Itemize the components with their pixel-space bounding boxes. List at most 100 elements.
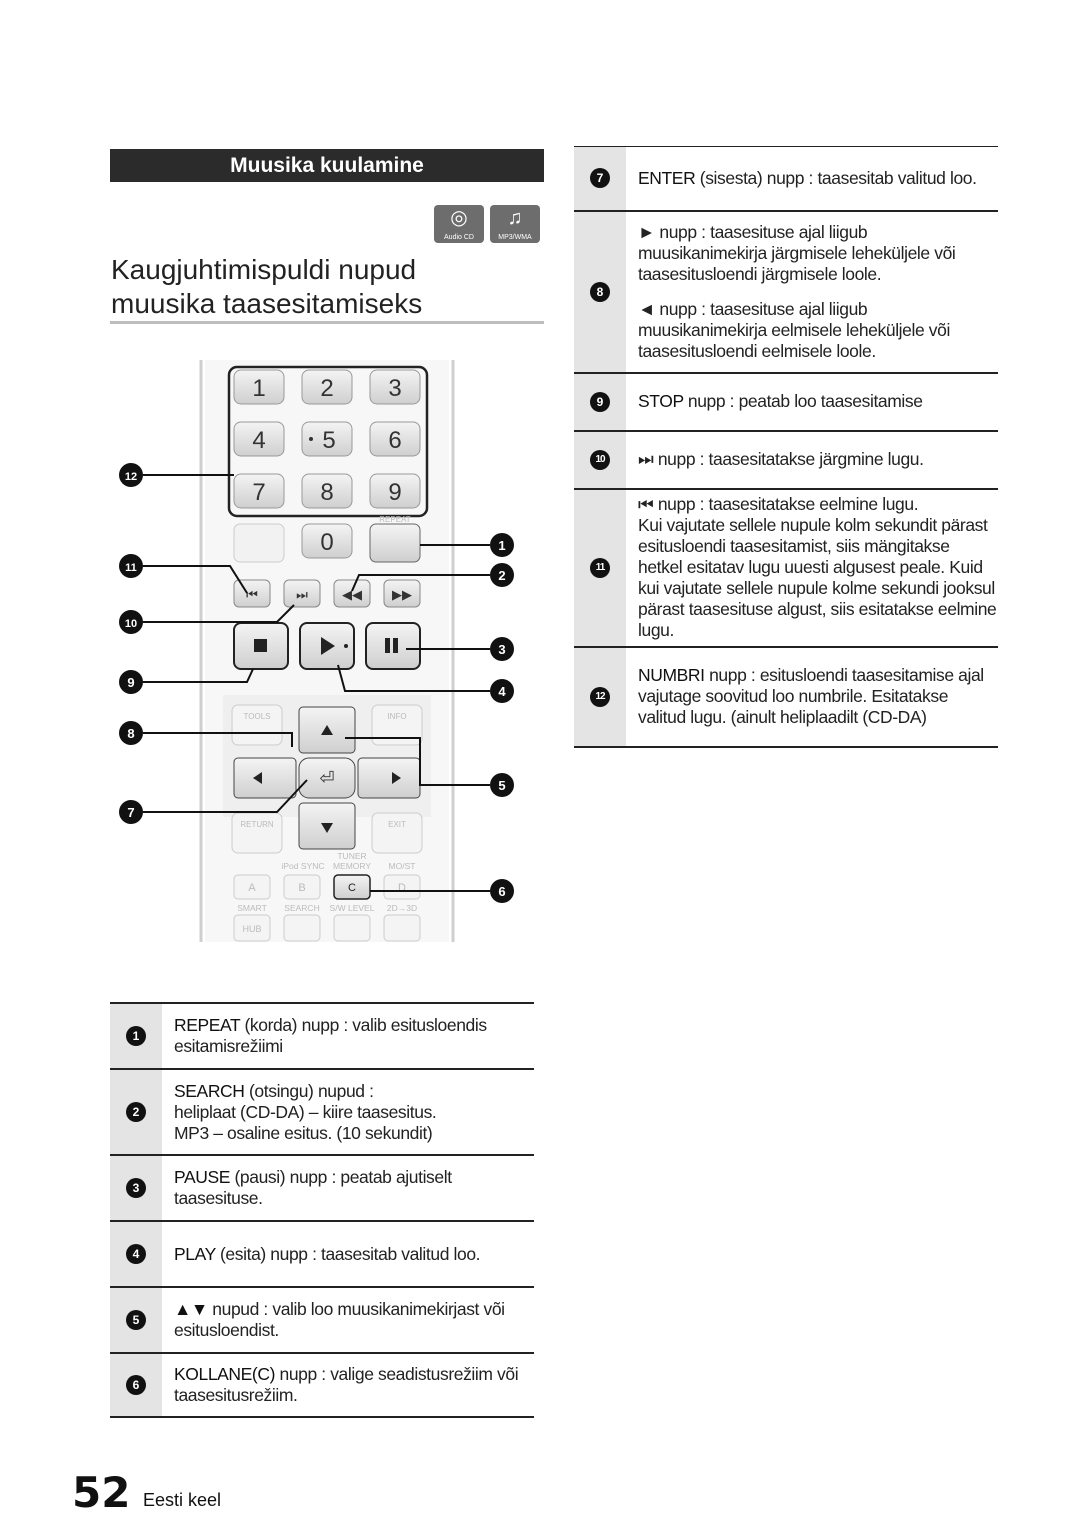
item-number: 1 [126, 1026, 146, 1046]
item-text: nupp : esitusloendi taasesitamise ajal v… [638, 665, 984, 727]
callout-6: 6 [498, 884, 505, 899]
svg-text:8: 8 [320, 479, 333, 506]
digit-button-2: 2 [301, 369, 353, 405]
section-title: Muusika kuulamine [110, 149, 544, 182]
svg-text:7: 7 [252, 479, 265, 506]
page-title-line1: Kaugjuhtimispuldi nupud [111, 254, 417, 285]
item-number: 11 [590, 558, 610, 578]
item-number: 4 [126, 1244, 146, 1264]
navigation-pad: ⏎ [233, 706, 421, 850]
return-label: RETURN [240, 820, 274, 829]
digit-button-3: 3 [369, 369, 421, 405]
svg-text:1: 1 [252, 375, 265, 402]
item-number: 12 [590, 687, 610, 707]
callout-3: 3 [498, 642, 505, 657]
item-number: 9 [590, 391, 610, 412]
2d-3d-label: 2D→3D [387, 903, 417, 913]
digit-button-4: 4 [233, 421, 285, 457]
item-text-line3: MP3 – osaline esitus. (10 sekundit) [174, 1122, 433, 1143]
callout-11: 11 [125, 562, 137, 574]
digit-button-7: 7 [233, 473, 285, 509]
remote-illustration: 1 2 3 4 5 6 7 8 9 0 REPEAT ⏮ ⏭ ◀◀ ▶▶ TOO… [119, 360, 514, 942]
callout-7: 7 [127, 805, 134, 820]
digit-button-0: 0 [301, 523, 353, 559]
callout-8: 8 [127, 726, 134, 741]
mo-st-label: MO/ST [389, 861, 416, 871]
transport-row [233, 622, 421, 670]
table-row: 4 PLAY (esita) nupp : taasesitab valitud… [110, 1221, 534, 1287]
ipod-sync-label: iPod SYNC [282, 861, 325, 871]
item-keyword: STOP [638, 391, 684, 411]
table-row: 3 PAUSE (pausi) nupp : peatab ajutiselt … [110, 1155, 534, 1221]
item-text: (korda) nupp : valib esitusloendis esita… [174, 1015, 487, 1056]
digit-button-5: 5 [301, 421, 353, 457]
table-row: 12 NUMBRI nupp : esitusloendi taasesitam… [574, 646, 998, 747]
item-text: (otsingu) nupud : [244, 1080, 374, 1101]
svg-text:⏎: ⏎ [319, 768, 334, 788]
item-number: 8 [590, 281, 610, 302]
item-text-2: nupp : taasesituse ajal liigub muusikani… [638, 298, 950, 361]
callout-4: 4 [498, 684, 506, 699]
svg-text:4: 4 [252, 427, 265, 454]
skip-search-row: ⏮ ⏭ ◀◀ ▶▶ [233, 579, 421, 608]
repeat-button [369, 523, 421, 563]
right-item-table: 7 ENTER (sisesta) nupp : taasesitab vali… [574, 146, 998, 748]
repeat-label: REPEAT [379, 515, 411, 524]
right-arrow-icon: ► [638, 221, 655, 242]
tools-label: TOOLS [244, 712, 271, 721]
page-language: Eesti keel [143, 1490, 222, 1510]
svg-text:6: 6 [388, 427, 401, 454]
svg-text:⏮: ⏮ [246, 587, 258, 602]
info-label: INFO [387, 712, 406, 721]
page-title: Kaugjuhtimispuldi nupud muusika taasesit… [111, 253, 543, 321]
digit-button-8: 8 [301, 473, 353, 509]
item-text-extra: Kui vajutate sellele nupule kolm sekundi… [638, 515, 997, 640]
digit-button-6: 6 [369, 421, 421, 457]
svg-text:▶▶: ▶▶ [392, 587, 412, 602]
item-text: (esita) nupp : taasesitab valitud loo. [215, 1243, 481, 1264]
d-label: D [398, 882, 406, 894]
item-keyword: PAUSE [174, 1167, 231, 1187]
audio-cd-icon: ◎ Audio CD [434, 205, 484, 243]
item-text: (sisesta) nupp : taasesitab valitud loo. [695, 167, 977, 188]
item-text: nupud : valib loo muusikanimekirjast või… [174, 1299, 505, 1340]
digit-button-9: 9 [369, 473, 421, 509]
left-arrow-icon: ◄ [638, 298, 655, 319]
item-number: 5 [126, 1310, 146, 1330]
full-screen-button [233, 523, 285, 563]
item-number: 2 [126, 1102, 146, 1122]
title-divider [110, 321, 544, 324]
table-row: 1 REPEAT (korda) nupp : valib esitusloen… [110, 1003, 534, 1069]
audio-cd-label: Audio CD [444, 234, 474, 241]
item-text: nupp : taasesitatakse eelmine lugu. [653, 494, 919, 514]
svg-text:2: 2 [320, 375, 333, 402]
skip-next-icon: ⏭ [638, 449, 654, 469]
item-text-line2: heliplaat (CD-DA) – kiire taasesitus. [174, 1101, 437, 1122]
exit-label: EXIT [388, 820, 406, 829]
callout-2: 2 [498, 568, 505, 583]
table-row: 5 ▲▼ nupud : valib loo muusikanimekirjas… [110, 1287, 534, 1353]
c-label: C [348, 882, 356, 894]
svg-text:◀◀: ◀◀ [342, 587, 362, 602]
a-label: A [248, 882, 256, 894]
smart-label: SMART [237, 903, 267, 913]
item-number: 7 [590, 168, 610, 189]
svg-text:5: 5 [322, 427, 335, 454]
memory-label: MEMORY [333, 861, 371, 871]
table-row: 8 ► nupp : taasesituse ajal liigub muusi… [574, 210, 998, 373]
table-row: 6 KOLLANE(C) nupp : valige seadistusreži… [110, 1353, 534, 1417]
callout-9: 9 [127, 675, 134, 690]
item-text: nupp : valige seadistusrežiim või taases… [174, 1364, 519, 1405]
svg-text:3: 3 [388, 375, 401, 402]
tuner-label: TUNER [337, 851, 366, 861]
callout-10: 10 [125, 618, 137, 630]
item-text: nupp : peatab loo taasesitamise [683, 391, 923, 411]
sw-level-label: S/W LEVEL [330, 903, 375, 913]
item-keyword: KOLLANE(C) [174, 1364, 276, 1384]
table-row: 7 ENTER (sisesta) nupp : taasesitab vali… [574, 146, 998, 211]
item-text: nupp : taasesituse ajal liigub muusikani… [638, 221, 956, 284]
skip-previous-icon: ⏮ [638, 494, 654, 514]
left-item-table: 1 REPEAT (korda) nupp : valib esitusloen… [110, 1002, 534, 1418]
svg-text:0: 0 [320, 529, 333, 556]
svg-text:9: 9 [388, 479, 401, 506]
